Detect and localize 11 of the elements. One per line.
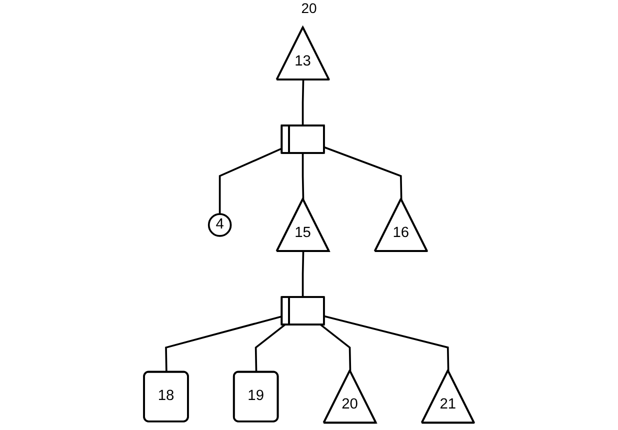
connector [218,148,282,214]
node-circle: 4 [208,213,232,237]
connector [254,324,286,372]
connector [320,324,352,371]
connector [165,316,282,372]
connector [302,80,304,126]
note-text: 20 [301,0,317,16]
connector [302,153,304,200]
connector [324,146,402,200]
connector [302,252,304,297]
connector [324,315,450,371]
